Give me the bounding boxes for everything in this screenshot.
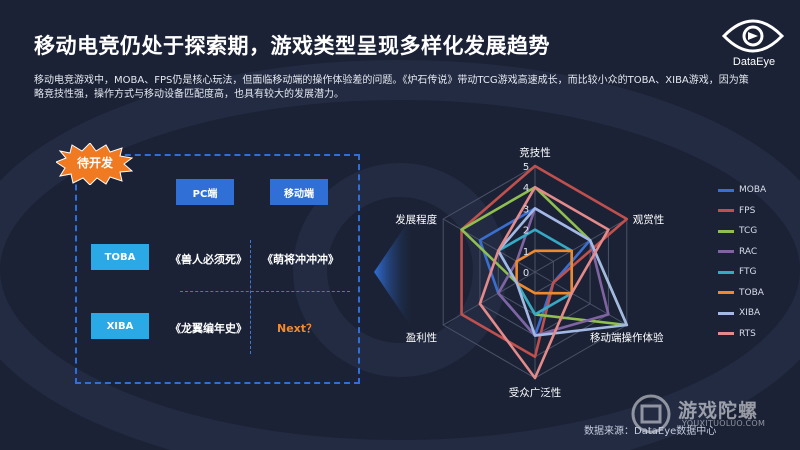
legend-label: FPS [739, 205, 756, 216]
legend-label: TOBA [739, 287, 764, 298]
legend-swatch [718, 250, 734, 254]
radar-series-toba [515, 249, 574, 295]
radar-tick-label: 1 [523, 247, 529, 258]
legend-label: MOBA [739, 185, 767, 196]
legend-swatch [718, 291, 734, 295]
row-tag-xiba: XIBA [91, 313, 149, 339]
pointer-arrow-icon [374, 216, 412, 328]
legend-item: MOBA [718, 180, 798, 201]
legend-item: RTS [718, 324, 798, 345]
game-toba-mobile: 《萌将冲冲冲》 [262, 253, 339, 266]
watermark-text: 游戏陀螺 [678, 400, 759, 422]
watermark-logo-icon [631, 394, 671, 434]
legend-item: TCG [718, 221, 798, 242]
legend-item: XIBA [718, 303, 798, 324]
starburst-badge-icon [56, 143, 134, 185]
matrix-horizontal-divider [180, 291, 350, 292]
legend-swatch [718, 229, 734, 233]
radar-spoke [534, 271, 628, 326]
radar-tick-label: 4 [523, 183, 529, 194]
legend-swatch [718, 188, 734, 192]
chart-legend: MOBA FPS TCG RAC FTG TOBA XIBA RTS [718, 180, 798, 344]
legend-label: RAC [739, 246, 758, 257]
game-xiba-pc: 《龙翼编年史》 [170, 322, 247, 335]
radar-axis-label: 盈利性 [406, 331, 438, 344]
legend-item: RAC [718, 242, 798, 263]
brand-name: DataEye [732, 56, 776, 68]
legend-item: TOBA [718, 283, 798, 304]
column-header-mobile: 移动端 [270, 179, 328, 205]
legend-swatch [718, 311, 734, 315]
watermark-url: YOUXITUOLUO.COM [682, 419, 766, 428]
radar-tick-label: 5 [523, 162, 529, 173]
radar-axis-label: 受众广泛性 [509, 386, 562, 399]
radar-series-rts [478, 185, 610, 380]
legend-swatch [718, 209, 734, 213]
radar-axis-label: 观赏性 [633, 213, 665, 226]
radar-spoke [534, 218, 628, 273]
legend-swatch [718, 332, 734, 336]
description: 移动电竞游戏中，MOBA、FPS仍是核心玩法，但面临移动端的操作体验差的问题。《… [34, 75, 749, 100]
game-xiba-mobile-next: Next？ [277, 322, 318, 335]
game-toba-pc: 《兽人必须死》 [170, 253, 247, 266]
data-source-note: 数据来源：DataEye数据中心 [584, 426, 717, 437]
legend-swatch [718, 270, 734, 274]
radar-tick-label: 3 [523, 204, 529, 215]
row-tag-toba: TOBA [91, 244, 149, 270]
radar-axis-label: 竞技性 [519, 146, 551, 159]
game-matrix-box [75, 154, 360, 384]
radar-tick-label: 2 [523, 226, 529, 237]
legend-label: TCG [739, 226, 758, 237]
legend-item: FPS [718, 201, 798, 222]
legend-label: FTG [739, 267, 757, 278]
matrix-vertical-divider [250, 240, 251, 354]
radar-spoke [442, 218, 536, 273]
page-title: 移动电竞仍处于探索期，游戏类型呈现多样化发展趋势 [34, 34, 550, 58]
radar-axis-label: 发展程度 [395, 213, 437, 226]
legend-label: XIBA [739, 308, 761, 319]
badge-label: 待开发 [76, 156, 113, 170]
dataeye-logo-icon [721, 19, 785, 53]
legend-item: FTG [718, 262, 798, 283]
radar-spoke [442, 271, 536, 326]
radar-axis-label: 移动端操作体验 [590, 331, 664, 344]
radar-tick-label: 0 [523, 268, 529, 279]
column-header-pc: PC端 [176, 179, 234, 205]
legend-label: RTS [739, 328, 756, 339]
